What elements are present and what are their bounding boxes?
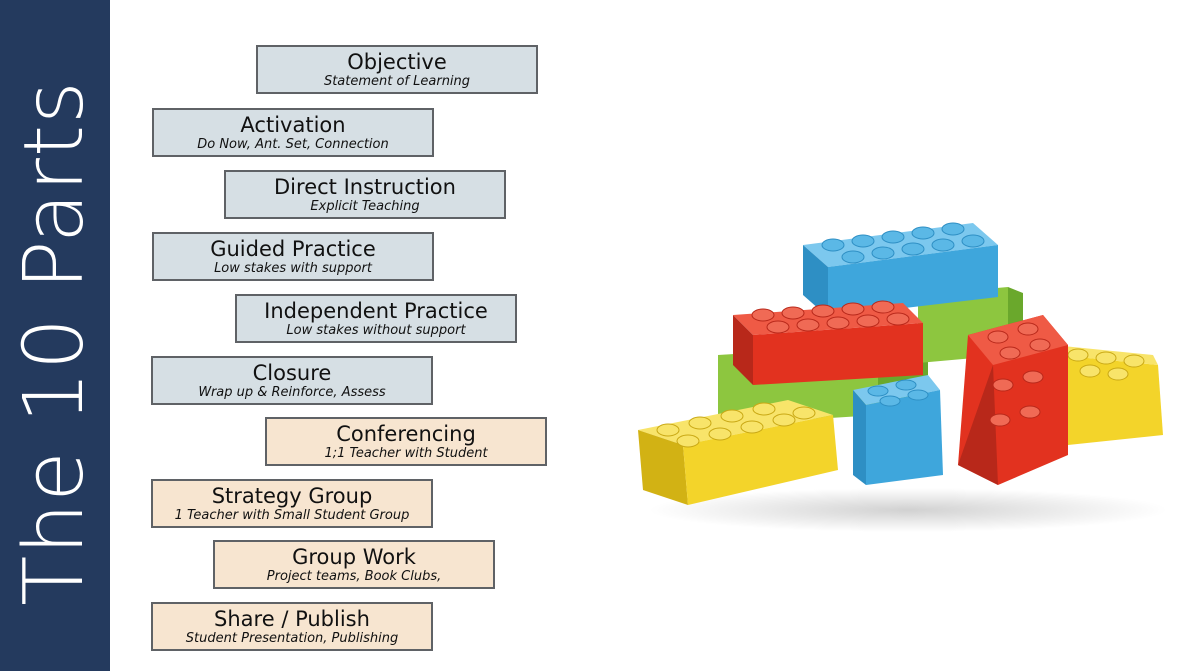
part-subtitle: Low stakes with support bbox=[214, 261, 372, 276]
sidebar-title: The 10 Parts bbox=[7, 80, 102, 606]
lego-brick-yellow-left bbox=[638, 400, 838, 505]
part-subtitle: Low stakes without support bbox=[286, 323, 466, 338]
part-subtitle: Project teams, Book Clubs, bbox=[266, 569, 442, 584]
part-subtitle: Do Now, Ant. Set, Connection bbox=[197, 137, 389, 152]
part-subtitle: Student Presentation, Publishing bbox=[185, 631, 399, 646]
part-share-publish: Share / Publish Student Presentation, Pu… bbox=[151, 602, 433, 651]
part-title: Guided Practice bbox=[210, 237, 376, 261]
part-subtitle: Wrap up & Reinforce, Assess bbox=[198, 385, 386, 400]
part-subtitle: Statement of Learning bbox=[323, 74, 471, 89]
sidebar: The 10 Parts bbox=[0, 0, 110, 671]
part-subtitle: 1;1 Teacher with Student bbox=[324, 446, 488, 461]
part-objective: Objective Statement of Learning bbox=[256, 45, 538, 94]
part-title: Group Work bbox=[292, 545, 416, 569]
lego-brick-blue-top bbox=[803, 222, 998, 317]
part-title: Closure bbox=[252, 361, 332, 385]
part-independent-practice: Independent Practice Low stakes without … bbox=[235, 294, 517, 343]
part-subtitle: 1 Teacher with Small Student Group bbox=[174, 508, 410, 523]
part-direct-instruction: Direct Instruction Explicit Teaching bbox=[224, 170, 506, 219]
part-conferencing: Conferencing 1;1 Teacher with Student bbox=[265, 417, 547, 466]
part-title: Direct Instruction bbox=[274, 175, 456, 199]
lego-brick-blue-small bbox=[853, 375, 943, 485]
part-title: Share / Publish bbox=[214, 607, 370, 631]
part-title: Independent Practice bbox=[264, 299, 488, 323]
lego-bricks-image bbox=[638, 222, 1168, 532]
part-title: Conferencing bbox=[336, 422, 476, 446]
lego-brick-red-right bbox=[958, 315, 1068, 485]
part-title: Objective bbox=[347, 50, 447, 74]
lego-brick-red-middle bbox=[733, 300, 923, 385]
part-guided-practice: Guided Practice Low stakes with support bbox=[152, 232, 434, 281]
part-strategy-group: Strategy Group 1 Teacher with Small Stud… bbox=[151, 479, 433, 528]
part-closure: Closure Wrap up & Reinforce, Assess bbox=[151, 356, 433, 405]
part-group-work: Group Work Project teams, Book Clubs, bbox=[213, 540, 495, 589]
lego-brick-yellow-right bbox=[1053, 345, 1163, 445]
part-title: Strategy Group bbox=[211, 484, 373, 508]
part-subtitle: Explicit Teaching bbox=[310, 199, 420, 214]
part-title: Activation bbox=[240, 113, 346, 137]
part-activation: Activation Do Now, Ant. Set, Connection bbox=[152, 108, 434, 157]
